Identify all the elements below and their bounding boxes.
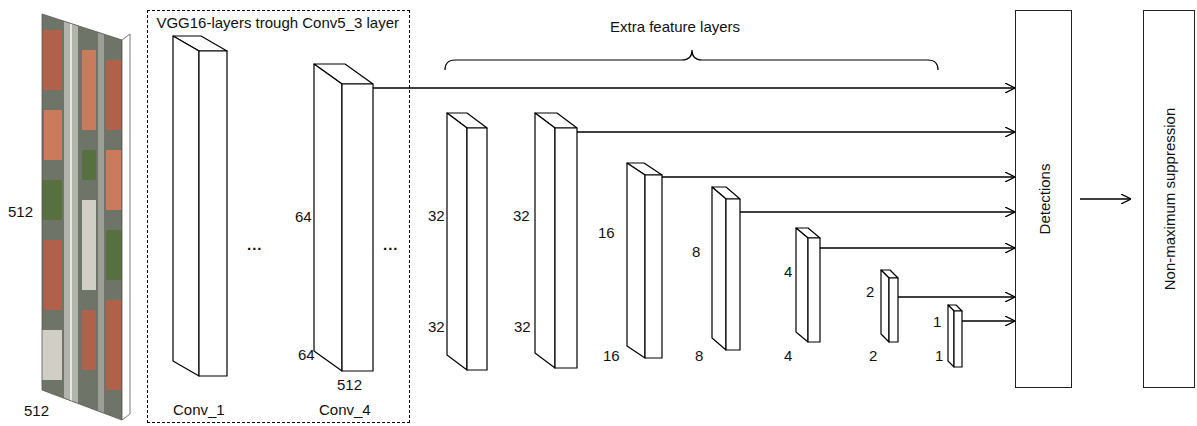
cuboid-face (796, 228, 808, 342)
ellipsis-mark: ... (383, 236, 399, 253)
stage-label: Detections (1035, 164, 1052, 235)
feature-map-block: 22 (881, 270, 898, 342)
cuboid-face (726, 199, 740, 350)
cuboid-face (342, 84, 373, 371)
dimension-label: 4 (784, 263, 792, 280)
dimension-label: 64 (298, 346, 315, 363)
dimension-label: 512 (337, 376, 362, 393)
cuboid-shape (948, 305, 962, 367)
stage-label: Non-maximum suppression (1161, 108, 1178, 291)
cuboid-face (881, 270, 889, 342)
arrow-connector (373, 87, 1015, 88)
cuboid-face (199, 51, 227, 376)
dimension-label: 2 (869, 347, 877, 364)
dimension-label: 512 (24, 402, 49, 419)
cuboid-shape (173, 36, 227, 376)
cuboid-face (555, 128, 577, 368)
cuboid-shape (796, 228, 820, 342)
feature-map-block: 44 (796, 228, 820, 342)
group-heading: VGG16-layers trough Conv5_3 layer (156, 14, 399, 31)
arrow-connector (1080, 198, 1131, 199)
cuboid-shape (881, 270, 898, 342)
feature-map-block: 1616 (627, 163, 662, 358)
dimension-label: 8 (695, 347, 703, 364)
dimension-label: 2 (866, 283, 874, 300)
layer-name: Conv_1 (173, 401, 225, 418)
feature-map-block: 6464512Conv_4 (314, 64, 373, 371)
dimension-label: 32 (514, 318, 531, 335)
cuboid-shape (314, 64, 373, 371)
arrow-connector (820, 247, 1015, 248)
group-bracket (445, 50, 938, 70)
dimension-label: 4 (784, 347, 792, 364)
cuboid-face (808, 238, 820, 342)
arrow-connector (898, 296, 1015, 297)
arrow-connector (577, 131, 1015, 132)
dimension-label: 16 (603, 347, 620, 364)
cuboid-shape (712, 187, 740, 350)
process-box: Non-maximum suppression (1143, 10, 1195, 388)
dimension-label: 16 (598, 224, 615, 241)
dimension-label: 1 (933, 313, 941, 330)
dimension-label: 32 (513, 207, 530, 224)
group-label: Extra feature layers (610, 18, 740, 35)
arrow-connector (662, 176, 1015, 177)
arrow-connector (740, 211, 1015, 212)
feature-map-block: 11 (948, 305, 962, 367)
feature-map-block: 3232 (447, 113, 487, 370)
feature-map-block: 88 (712, 187, 740, 350)
dimension-label: 32 (428, 318, 445, 335)
cuboid-face (889, 278, 898, 342)
feature-map-block: 3232 (535, 113, 577, 368)
cuboid-face (535, 113, 555, 368)
cuboid-face (645, 175, 662, 358)
dimension-label: 32 (428, 207, 445, 224)
dimension-label: 8 (692, 243, 700, 260)
layer-name: Conv_4 (319, 401, 371, 418)
cuboid-shape (447, 113, 487, 370)
arrow-connector (962, 320, 1015, 321)
process-box: Detections (1015, 10, 1072, 388)
dimension-label: 1 (935, 347, 943, 364)
cuboid-shape (535, 113, 577, 368)
cuboid-face (627, 163, 645, 358)
ellipsis-mark: ... (247, 236, 263, 253)
feature-map-block: Conv_1 (173, 36, 227, 376)
cuboid-face (954, 311, 962, 367)
cuboid-face (173, 36, 199, 376)
dimension-label: 64 (295, 208, 312, 225)
cuboid-face (467, 128, 487, 370)
cuboid-face (314, 64, 342, 371)
dimension-label: 512 (8, 203, 33, 220)
aerial-image (38, 8, 130, 426)
vgg-group: VGG16-layers trough Conv5_3 layerConv_1 6… (147, 10, 410, 423)
cuboid-face (948, 305, 954, 367)
cuboid-face (447, 113, 467, 370)
cuboid-face (712, 187, 726, 350)
cuboid-shape (627, 163, 662, 358)
